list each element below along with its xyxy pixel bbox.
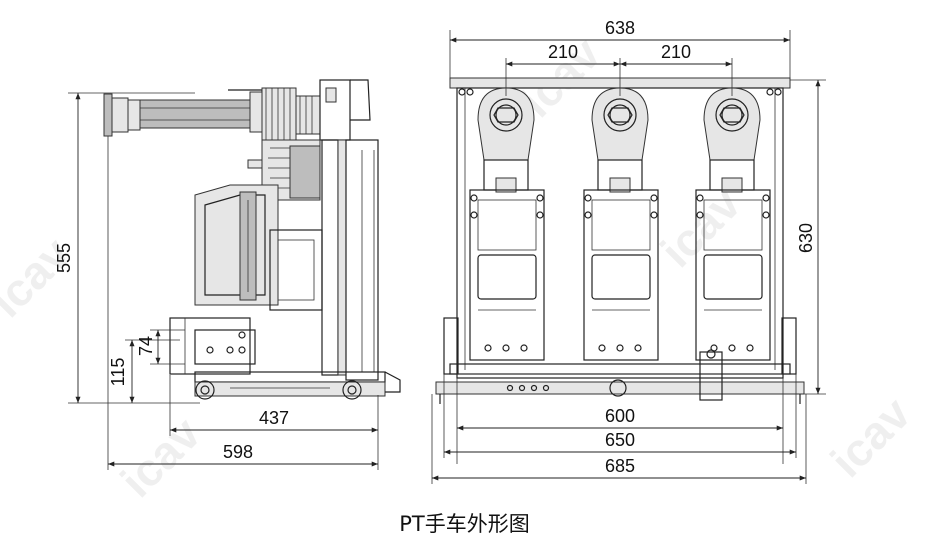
side-view	[103, 79, 401, 400]
dim-210-right: 210	[661, 42, 691, 62]
dim-650: 650	[605, 430, 635, 450]
dim-74: 74	[136, 336, 156, 356]
dim-437: 437	[259, 408, 289, 428]
pole-left	[469, 87, 545, 361]
upper-insulator	[261, 87, 321, 141]
dim-598: 598	[223, 442, 253, 462]
dim-115: 115	[108, 358, 128, 387]
svg-text:icav: icav	[820, 387, 920, 487]
pole-right	[695, 87, 771, 361]
lower-insulator	[261, 139, 321, 201]
front-view	[435, 77, 805, 404]
svg-text:icav: icav	[0, 227, 81, 327]
pole-middle	[583, 87, 659, 361]
dim-638: 638	[605, 18, 635, 38]
dim-210-left: 210	[548, 42, 578, 62]
front-dimensions: 638 210 210 630 600 650 685	[431, 18, 826, 484]
drawing-caption: PT手车外形图	[399, 512, 530, 536]
side-dimensions: 555 115 74 437 598	[54, 92, 379, 470]
svg-text:icav: icav	[110, 407, 210, 507]
dim-630: 630	[796, 223, 816, 253]
dim-685: 685	[605, 456, 635, 476]
dim-600: 600	[605, 406, 635, 426]
dim-555: 555	[54, 243, 74, 273]
